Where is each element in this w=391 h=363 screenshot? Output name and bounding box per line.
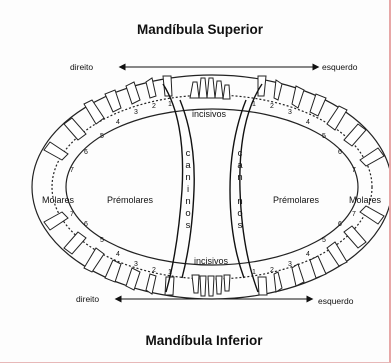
tooth-number: 4 xyxy=(116,251,120,258)
tooth-number: 4 xyxy=(306,119,310,126)
tooth-number: 7 xyxy=(70,167,74,174)
tooth-number: 1 xyxy=(252,269,256,276)
tooth-number: 3 xyxy=(134,109,138,116)
tooth-number: 4 xyxy=(306,251,310,258)
tooth-numbers: 1 2 3 4 5 6 7 1 2 3 4 5 6 7 1 2 3 4 5 6 … xyxy=(70,101,356,276)
upper-teeth xyxy=(44,76,384,166)
tooth-number: 5 xyxy=(100,133,104,140)
tooth-number: 2 xyxy=(270,103,274,110)
tooth-number: 7 xyxy=(352,211,356,218)
tooth-number: 2 xyxy=(270,267,274,274)
tooth-number: 2 xyxy=(152,267,156,274)
tooth-number: 7 xyxy=(70,211,74,218)
direction-left-top: esquerdo xyxy=(322,62,358,72)
label-premolars-left: Prémolares xyxy=(273,195,320,205)
label-molars-left: Molares xyxy=(349,195,382,205)
label-premolars-right: Prémolares xyxy=(107,195,154,205)
title-lower-jaw: Mandíbula Inferior xyxy=(145,333,263,348)
label-incisors-upper: incisivos xyxy=(192,109,227,119)
tooth-number: 2 xyxy=(152,103,156,110)
title-upper-jaw: Mandíbula Superior xyxy=(137,22,264,37)
tooth-number: 6 xyxy=(338,221,342,228)
tooth-number: 3 xyxy=(288,109,292,116)
tooth-number: 6 xyxy=(84,149,88,156)
tooth-number: 4 xyxy=(116,119,120,126)
tooth-number: 6 xyxy=(338,149,342,156)
lower-teeth xyxy=(44,206,384,296)
tooth-number: 6 xyxy=(84,221,88,228)
label-molars-right: Molares xyxy=(42,195,75,205)
tooth-number: 5 xyxy=(322,237,326,244)
tooth-number: 1 xyxy=(252,101,256,108)
direction-right-top: direito xyxy=(70,62,93,72)
label-incisors-lower: incisivos xyxy=(194,256,229,266)
direction-right-bottom: direito xyxy=(76,294,99,304)
tooth-number: 5 xyxy=(322,133,326,140)
tooth-number: 3 xyxy=(134,261,138,268)
tooth-number: 1 xyxy=(168,101,172,108)
direction-left-bottom: esquerdo xyxy=(318,296,354,306)
tooth-number: 7 xyxy=(352,167,356,174)
tooth-number: 3 xyxy=(288,261,292,268)
tooth-number: 1 xyxy=(168,269,172,276)
tooth-number: 5 xyxy=(100,237,104,244)
